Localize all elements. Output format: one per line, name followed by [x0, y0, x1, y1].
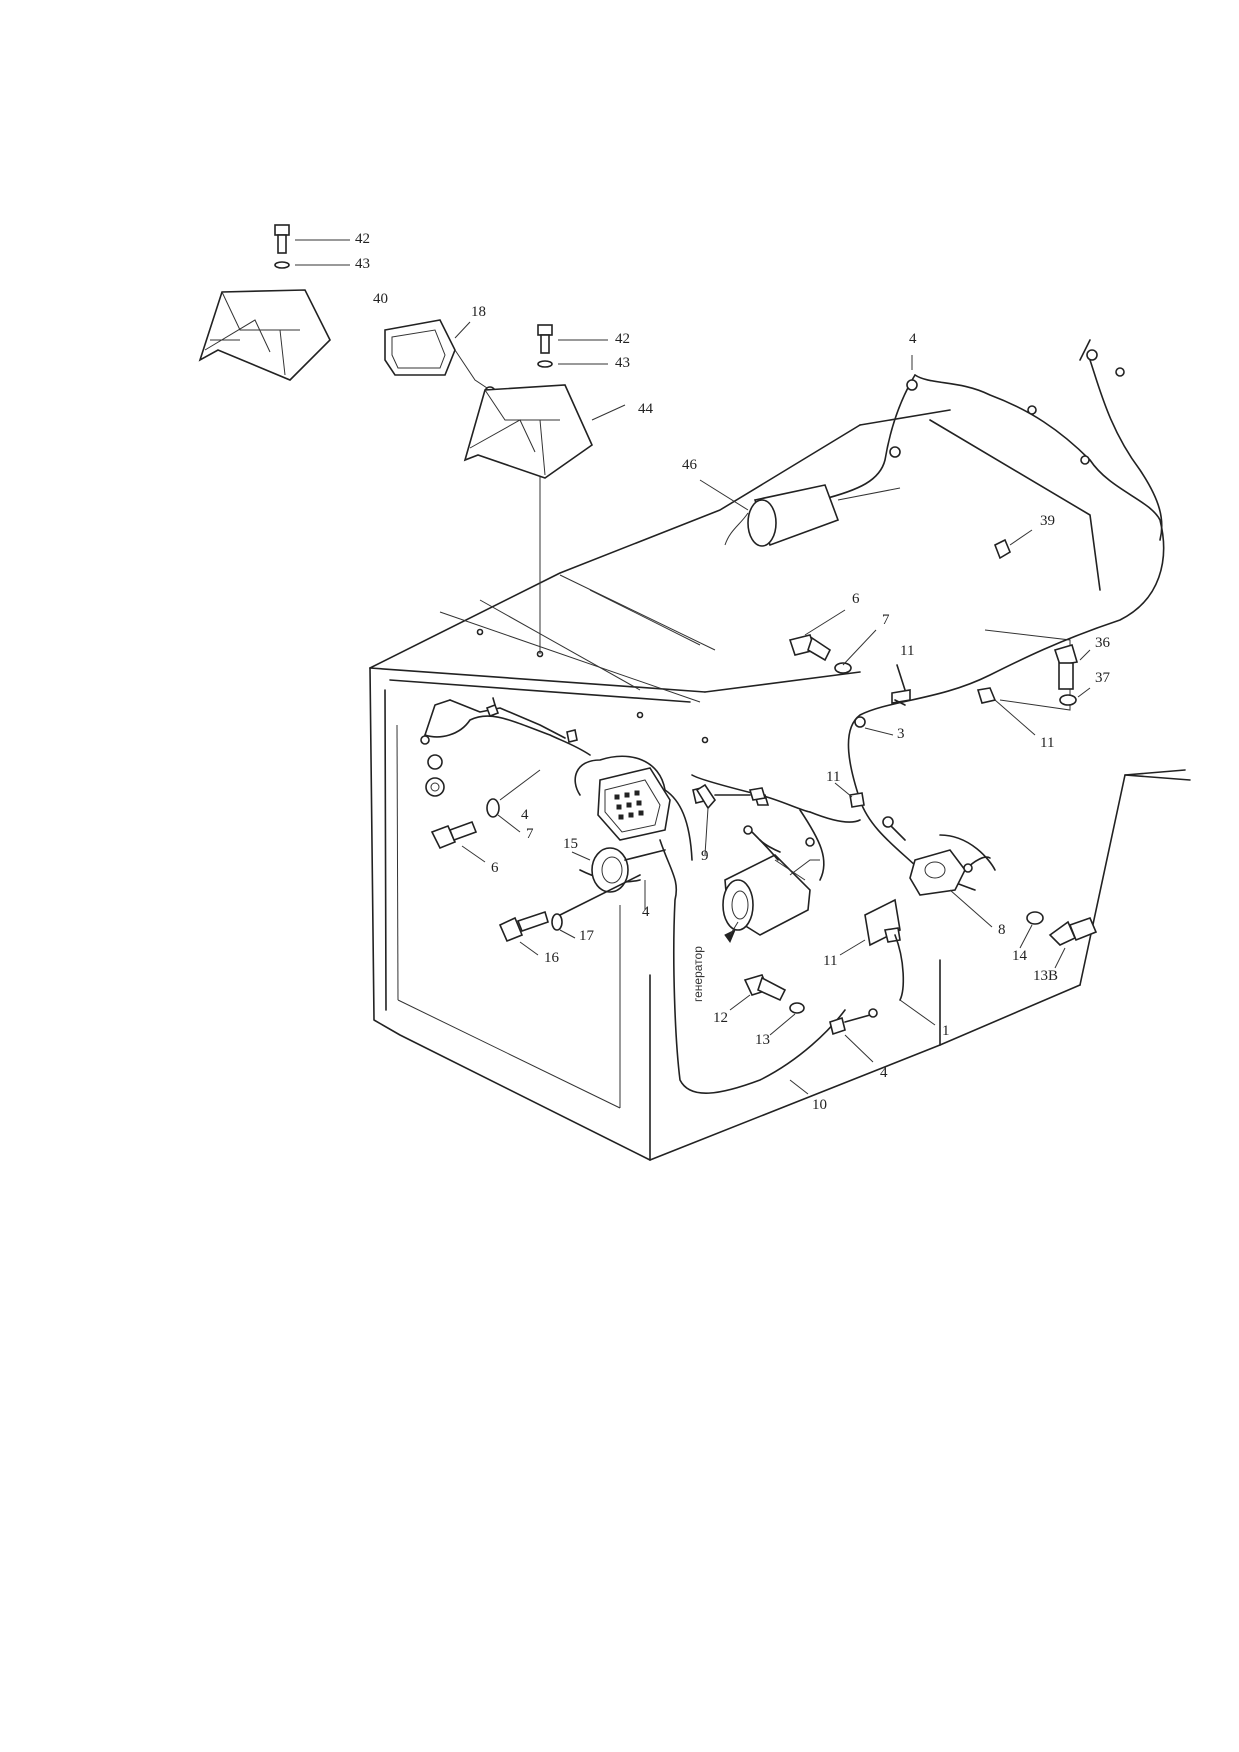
callout-c7a: 7 — [882, 612, 890, 628]
callout-c42a: 42 — [355, 231, 370, 247]
generator — [722, 825, 820, 944]
callout-c43a: 43 — [355, 256, 370, 272]
callout-c4d: 4 — [880, 1065, 888, 1081]
clip-11-middle — [834, 782, 865, 808]
bolt-6-upper — [788, 609, 877, 674]
callout-c39: 39 — [1040, 513, 1055, 529]
callout-c36: 36 — [1095, 635, 1111, 651]
bolt-6-lower — [430, 769, 541, 863]
bolt-12 — [729, 974, 805, 1036]
lamp-bracket-44 — [463, 384, 626, 479]
callout-c42b: 42 — [615, 331, 630, 347]
front-harness — [420, 697, 861, 1094]
callout-c6b: 6 — [491, 860, 499, 876]
callout-c11d: 11 — [823, 953, 837, 969]
bolt-36 — [1053, 644, 1091, 706]
lamp-15 — [571, 847, 666, 893]
callout-c14: 14 — [1012, 948, 1028, 964]
callout-c15: 15 — [563, 836, 578, 852]
work-lamp-18 — [384, 319, 496, 398]
callout-c17: 17 — [579, 928, 595, 944]
relay-46 — [699, 479, 901, 547]
clip-11-upper — [891, 664, 911, 706]
lamp-bracket-40 — [198, 289, 331, 381]
clip-11-lower — [839, 898, 905, 1001]
nut-washers-left — [425, 754, 445, 797]
starter-8 — [882, 816, 996, 928]
callout-c40: 40 — [373, 291, 388, 307]
bolt-13B — [1019, 911, 1098, 969]
callout-c18: 18 — [471, 304, 486, 320]
part-3 — [854, 716, 894, 736]
callout-c7b: 7 — [526, 826, 534, 842]
callout-c13: 13 — [755, 1032, 770, 1048]
generator-label: генератор — [691, 946, 705, 1002]
callout-c11b: 11 — [1040, 735, 1054, 751]
callout-c4c: 4 — [642, 904, 650, 920]
part-39 — [993, 529, 1033, 560]
callout-c16: 16 — [544, 950, 560, 966]
regulator-box — [574, 755, 671, 841]
mounting-holes — [476, 445, 709, 744]
callout-c13B: 13B — [1033, 968, 1058, 984]
callout-c11a: 11 — [900, 643, 914, 659]
callout-c6a: 6 — [852, 591, 860, 607]
callout-c46: 46 — [682, 457, 698, 473]
callout-c8: 8 — [998, 922, 1006, 938]
bolt-42-left — [274, 224, 350, 269]
relay-9 — [695, 783, 767, 856]
callout-c37: 37 — [1095, 670, 1111, 686]
wiring-harness — [819, 339, 1165, 891]
callout-c12: 12 — [713, 1010, 728, 1026]
callout-c3: 3 — [897, 726, 905, 742]
callout-c11c: 11 — [826, 769, 840, 785]
callout-c4b: 4 — [521, 807, 529, 823]
callout-c9: 9 — [701, 848, 709, 864]
bolt-16 — [498, 874, 641, 956]
callout-c10: 10 — [812, 1097, 827, 1113]
callout-c43b: 43 — [615, 355, 630, 371]
callout-c1: 1 — [942, 1023, 950, 1039]
clip-11-right — [976, 687, 1036, 736]
tractor-body — [369, 409, 1191, 1161]
bolt-42-right — [537, 324, 608, 368]
cable-10 — [789, 999, 936, 1095]
callout-c4a: 4 — [909, 331, 917, 347]
callout-c44: 44 — [638, 401, 654, 417]
